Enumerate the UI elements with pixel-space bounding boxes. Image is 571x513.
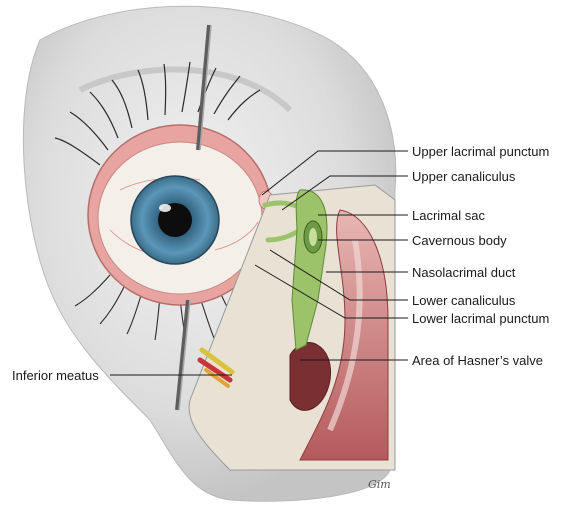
label-inferior-meatus: Inferior meatus (12, 368, 99, 383)
upper-retractor (196, 24, 212, 151)
label-upper-lacrimal-punctum: Upper lacrimal punctum (412, 144, 550, 159)
eye-iris (130, 175, 220, 265)
label-upper-canaliculus: Upper canaliculus (412, 169, 516, 184)
label-nasolacrimal-duct: Nasolacrimal duct (412, 265, 516, 280)
artist-signature: Gim (368, 478, 391, 491)
upper-eyelashes (54, 61, 261, 166)
lacrimal-drainage-system (262, 189, 328, 351)
leader-lines (110, 150, 408, 376)
label-lower-lacrimal-punctum: Lower lacrimal punctum (412, 311, 550, 326)
label-area-of-hasners-valve: Area of Hasner’s valve (412, 353, 544, 368)
lower-retractor (175, 299, 191, 411)
label-cavernous-body: Cavernous body (412, 233, 507, 248)
label-lower-canaliculus: Lower canaliculus (412, 293, 516, 308)
inferior-meatus-fold (197, 347, 235, 388)
label-lacrimal-sac: Lacrimal sac (412, 208, 485, 223)
